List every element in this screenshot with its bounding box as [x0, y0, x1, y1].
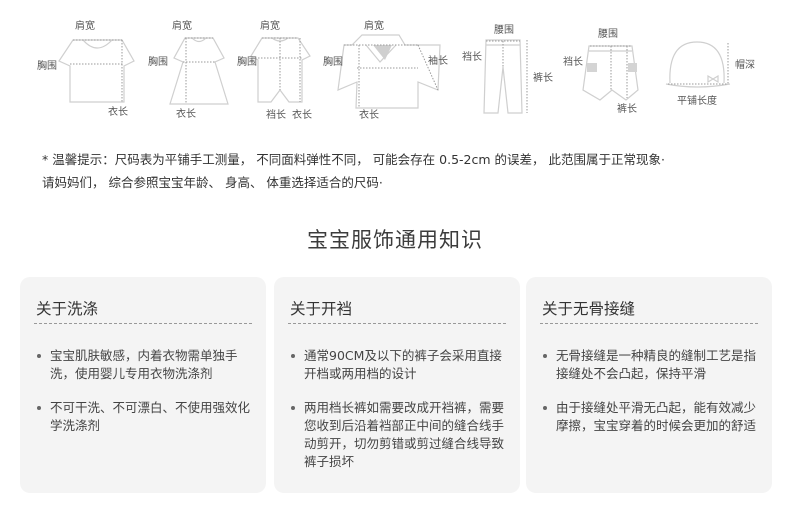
label-chest: 胸围	[148, 57, 168, 68]
card-title: 关于洗涤	[36, 300, 99, 318]
label-chest: 胸围	[37, 61, 57, 72]
card-list: 宝宝肌肤敏感，内着衣物需单独手洗，使用婴儿专用衣物洗涤剂 不可干洗、不可漂白、不…	[34, 347, 256, 451]
list-item: 两用档长裤如需要改成开裆裤，需要您收到后沿着裆部正中间的缝合线手动剪开，切勿剪错…	[288, 399, 510, 471]
label-crotch: 裆长	[563, 57, 583, 68]
label-waist: 腰围	[598, 29, 618, 40]
card-title: 关于无骨接缝	[542, 300, 636, 318]
size-diagrams: 肩宽 胸围 衣长 肩宽 胸围 衣长 肩宽 胸围 裆长 衣长 肩宽 胸围 袖长 衣…	[0, 0, 790, 130]
card-list: 通常90CM及以下的裤子会采用直接开档或两用档的设计 两用档长裤如需要改成开裆裤…	[288, 347, 510, 487]
label-flat-length: 平铺长度	[677, 96, 717, 107]
label-pants-length: 裤长	[533, 73, 553, 84]
label-length: 衣长	[108, 107, 128, 118]
divider	[540, 323, 758, 324]
notice-line-1: * 温馨提示：尺码表为平铺手工测量， 不同面料弹性不同， 可能会存在 0.5-2…	[42, 152, 665, 167]
label-length: 衣长	[292, 110, 312, 121]
list-item: 不可干洗、不可漂白、不使用强效化学洗涤剂	[34, 399, 256, 435]
label-crotch: 裆长	[266, 110, 286, 121]
list-item: 通常90CM及以下的裤子会采用直接开档或两用档的设计	[288, 347, 510, 383]
label-pants-length: 裤长	[617, 104, 637, 115]
size-notice: * 温馨提示：尺码表为平铺手工测量， 不同面料弹性不同， 可能会存在 0.5-2…	[42, 148, 782, 194]
label-length: 衣长	[359, 110, 379, 121]
label-shoulder-width: 肩宽	[75, 21, 95, 32]
label-crotch: 裆长	[462, 52, 482, 63]
card-list: 无骨接缝是一种精良的缝制工艺是指接缝处不会凸起，保持平滑 由于接缝处平滑无凸起，…	[540, 347, 762, 451]
card-washing: 关于洗涤 宝宝肌肤敏感，内着衣物需单独手洗，使用婴儿专用衣物洗涤剂 不可干洗、不…	[20, 277, 266, 493]
label-shoulder-width: 肩宽	[260, 21, 280, 32]
label-waist: 腰围	[494, 25, 514, 36]
list-item: 宝宝肌肤敏感，内着衣物需单独手洗，使用婴儿专用衣物洗涤剂	[34, 347, 256, 383]
label-length: 衣长	[176, 109, 196, 120]
divider	[288, 323, 506, 324]
label-chest: 胸围	[237, 57, 257, 68]
section-title: 宝宝服饰通用知识	[307, 228, 483, 252]
label-chest: 胸围	[323, 57, 343, 68]
label-shoulder-width: 肩宽	[364, 21, 384, 32]
label-shoulder-width: 肩宽	[172, 21, 192, 32]
notice-line-2: 请妈妈们， 综合参照宝宝年龄、 身高、 体重选择适合的尺码·	[42, 175, 383, 190]
list-item: 由于接缝处平滑无凸起，能有效减少摩擦，宝宝穿着的时候会更加的舒适	[540, 399, 762, 435]
list-item: 无骨接缝是一种精良的缝制工艺是指接缝处不会凸起，保持平滑	[540, 347, 762, 383]
label-sleeve: 袖长	[428, 56, 448, 67]
garment-illustrations-icon	[58, 34, 731, 114]
label-hat-depth: 帽深	[735, 60, 755, 71]
card-open-crotch: 关于开裆 通常90CM及以下的裤子会采用直接开档或两用档的设计 两用档长裤如需要…	[274, 277, 520, 493]
card-seamless: 关于无骨接缝 无骨接缝是一种精良的缝制工艺是指接缝处不会凸起，保持平滑 由于接缝…	[526, 277, 772, 493]
card-title: 关于开裆	[290, 300, 353, 318]
divider	[34, 323, 252, 324]
